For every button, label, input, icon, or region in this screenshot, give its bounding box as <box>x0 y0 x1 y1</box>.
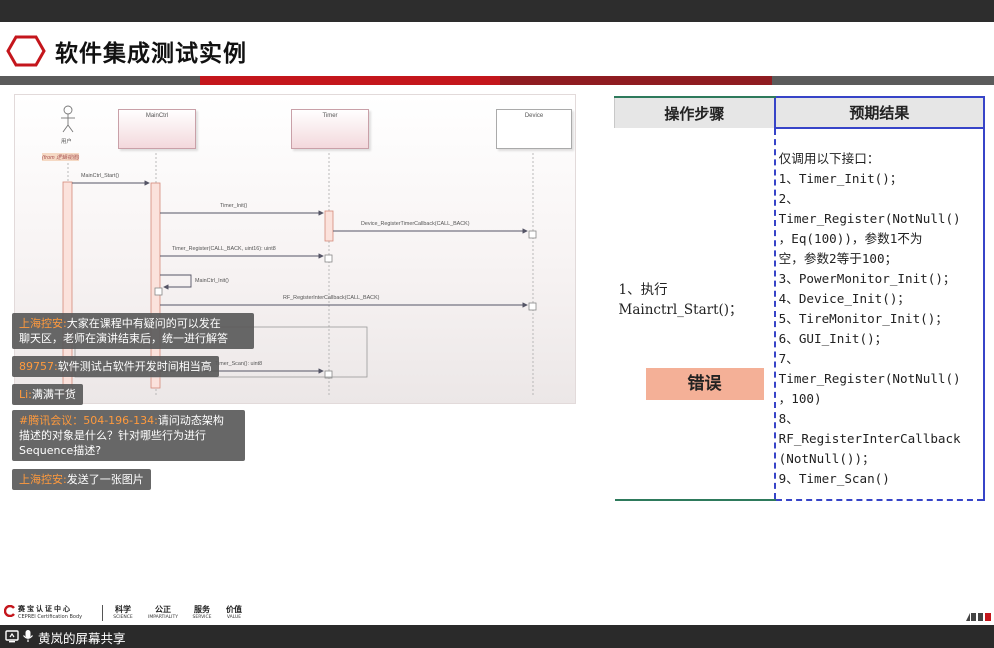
msg-timer-scan: Timer_Scan(): uint8 <box>215 361 263 367</box>
expect-line: 空，参数2等于100； <box>778 251 898 266</box>
expect-intro: 仅调用以下接口： <box>778 151 880 166</box>
top-dark-bar <box>0 0 994 22</box>
step-line-2: Mainctrl_Start()； <box>618 301 743 318</box>
chat-message[interactable]: 89757:软件测试占软件开发时间相当高 <box>12 356 219 377</box>
chat-message[interactable]: 上海控安:大家在课程中有疑问的可以发在 聊天区，老师在演讲结束后，统一进行解答 <box>12 313 254 349</box>
header-step: 操作步骤 <box>613 96 775 128</box>
expect-line: 8、 <box>778 411 799 426</box>
step-cell: 1、执行 Mainctrl_Start()； 错误 <box>614 128 776 501</box>
title-stripe-gray <box>0 76 200 85</box>
expect-line: 7、 <box>778 351 799 366</box>
chat-text: 软件测试占软件开发时间相当高 <box>57 360 212 373</box>
chat-text-line2: 描述的对象是什么？针对哪些行为进行 <box>19 429 206 442</box>
test-case-table: 操作步骤 预期结果 1、执行 Mainctrl_Start()； 错误 仅调用以… <box>613 96 986 501</box>
screen-share-label: 黄岚的屏幕共享 <box>38 631 126 646</box>
footer-value-value: 价值 VALUE <box>226 604 242 620</box>
screen-share-bar <box>0 625 994 648</box>
expect-line: 9、Timer_Scan() <box>778 471 890 486</box>
sequence-diagram-image: MainCtrl Timer Device 用户 (from 逻辑视图) Mai… <box>14 94 576 404</box>
msg-timer-init: Timer_Init() <box>220 203 248 209</box>
microphone-icon[interactable] <box>22 629 34 643</box>
msg-timer-register: Timer_Register(CALL_BACK, uint16): uint8 <box>172 246 276 252</box>
expect-cell: 仅调用以下接口： 1、Timer_Init()； 2、 Timer_Regist… <box>773 128 986 501</box>
msg-rf-register: RF_RegisterInterCallback(CALL_BACK) <box>283 295 380 301</box>
chat-nick: #腾讯会议：504-196-134: <box>19 414 158 427</box>
title-stripe-gray-right <box>772 76 994 85</box>
org-name-cn: 赛宝认证中心 <box>18 605 72 613</box>
footer-divider <box>102 605 103 621</box>
expect-line: 1、Timer_Init()； <box>778 171 903 186</box>
expect-list: 仅调用以下接口： 1、Timer_Init()； 2、 Timer_Regist… <box>776 149 983 489</box>
chat-nick: 上海控安: <box>19 317 67 330</box>
chat-nick: 89757: <box>19 360 58 373</box>
expect-line: 6、GUI_Init()； <box>778 331 888 346</box>
footer-value-science: 科学 SCIENCE <box>113 604 133 620</box>
chat-text: 满满干货 <box>31 388 76 401</box>
expect-line: 4、Device_Init()； <box>778 291 911 306</box>
lifeline-device: Device <box>496 109 572 149</box>
chat-text-line3: Sequence描述? <box>19 444 102 457</box>
chat-message[interactable]: Li:满满干货 <box>12 384 83 405</box>
header-expect: 预期结果 <box>773 96 986 129</box>
slide-title: 软件集成测试实例 <box>55 41 247 67</box>
chat-message[interactable]: #腾讯会议：504-196-134:请问动态架构 描述的对象是什么？针对哪些行为… <box>12 410 245 461</box>
step-line-1: 1、执行 <box>618 281 668 298</box>
org-name-en: CEPREI Certification Body <box>18 614 83 620</box>
expect-line: 2、 <box>778 191 799 206</box>
chat-nick: Li: <box>19 388 32 401</box>
hexagon-logo-icon <box>6 35 46 67</box>
expect-line: ，Eq(100))，参数1不为 <box>778 231 923 246</box>
msg-mainctrl-init: MainCtrl_Init() <box>195 278 229 284</box>
expect-line: ，100) <box>778 391 822 406</box>
expect-line: Timer_Register(NotNull() <box>778 371 961 386</box>
expect-line: Timer_Register(NotNull() <box>778 211 961 226</box>
chat-nick: 上海控安: <box>19 473 67 486</box>
chat-message[interactable]: 上海控安:发送了一张图片 <box>12 469 151 490</box>
chat-text: 大家在课程中有疑问的可以发在 <box>66 317 221 330</box>
expect-line: 5、TireMonitor_Init()； <box>778 311 948 326</box>
sequence-diagram-lines <box>61 105 537 396</box>
ceprei-logo-icon <box>4 605 15 617</box>
footer-value-impartiality: 公正 IMPARTIALITY <box>148 604 178 620</box>
msg-device-register: Device_RegisterTimerCallback(CALL_BACK) <box>361 221 470 227</box>
expect-line: 3、PowerMonitor_Init()； <box>778 271 956 286</box>
chat-text: 请问动态架构 <box>157 414 224 427</box>
step-text: 1、执行 Mainctrl_Start()； <box>615 280 774 320</box>
expect-line: RF_RegisterInterCallback <box>778 431 961 446</box>
expect-line: (NotNull())； <box>778 451 875 466</box>
screen-share-icon[interactable] <box>5 629 19 643</box>
footer-org-logo: 赛宝认证中心 CEPREI Certification Body 科学 SCIE… <box>4 604 304 624</box>
actor-label: 用户 <box>61 139 72 145</box>
lifeline-mainctrl: MainCtrl <box>118 109 196 149</box>
lifeline-timer: Timer <box>291 109 369 149</box>
error-badge: 错误 <box>645 367 764 400</box>
actor-note: (from 逻辑视图) <box>42 153 80 161</box>
footer-value-service: 服务 SERVICE <box>192 604 212 620</box>
msg-mainctrl-start: MainCtrl_Start() <box>81 173 120 179</box>
title-stripe-dark-red <box>500 76 772 85</box>
footer-bars-icon <box>966 613 991 621</box>
chat-text: 发送了一张图片 <box>66 473 144 486</box>
chat-text-line2: 聊天区，老师在演讲结束后，统一进行解答 <box>19 332 228 345</box>
title-stripe-red <box>200 76 500 85</box>
